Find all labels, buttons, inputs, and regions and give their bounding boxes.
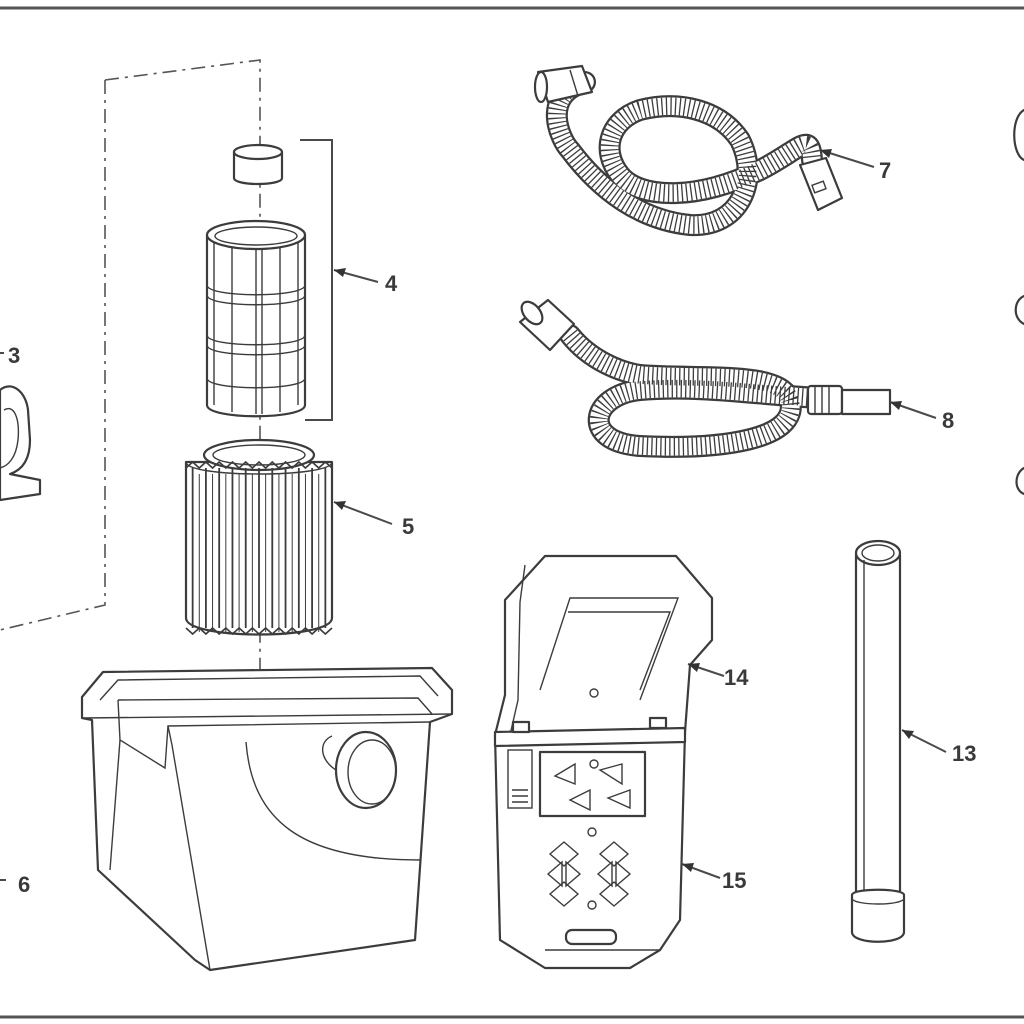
filter-pleats (185, 460, 333, 636)
callout-8: 8 (942, 408, 954, 433)
callout-6: 6 (18, 872, 30, 897)
part-3-motor-housing (0, 385, 42, 502)
right-edge-partial-parts (1013, 108, 1024, 496)
part-6-tank (80, 666, 454, 972)
part-4-filter-cage (205, 139, 333, 421)
part-14-15-storage-bracket (493, 554, 714, 970)
callout-15: 15 (722, 868, 746, 893)
pleat-edge (185, 460, 333, 470)
callout-7: 7 (879, 158, 891, 183)
leader-lines (0, 149, 947, 881)
callout-14: 14 (724, 665, 749, 690)
part-8-hose (518, 298, 892, 458)
callout-3: 3 (8, 343, 20, 368)
callout-4: 4 (385, 271, 398, 296)
callout-5: 5 (402, 514, 414, 539)
part-7-hose (533, 64, 844, 237)
part-13-extension-wand (850, 539, 906, 943)
callout-13: 13 (952, 741, 976, 766)
part-5-pleated-filter (184, 438, 334, 636)
pleat-edge (185, 626, 333, 636)
